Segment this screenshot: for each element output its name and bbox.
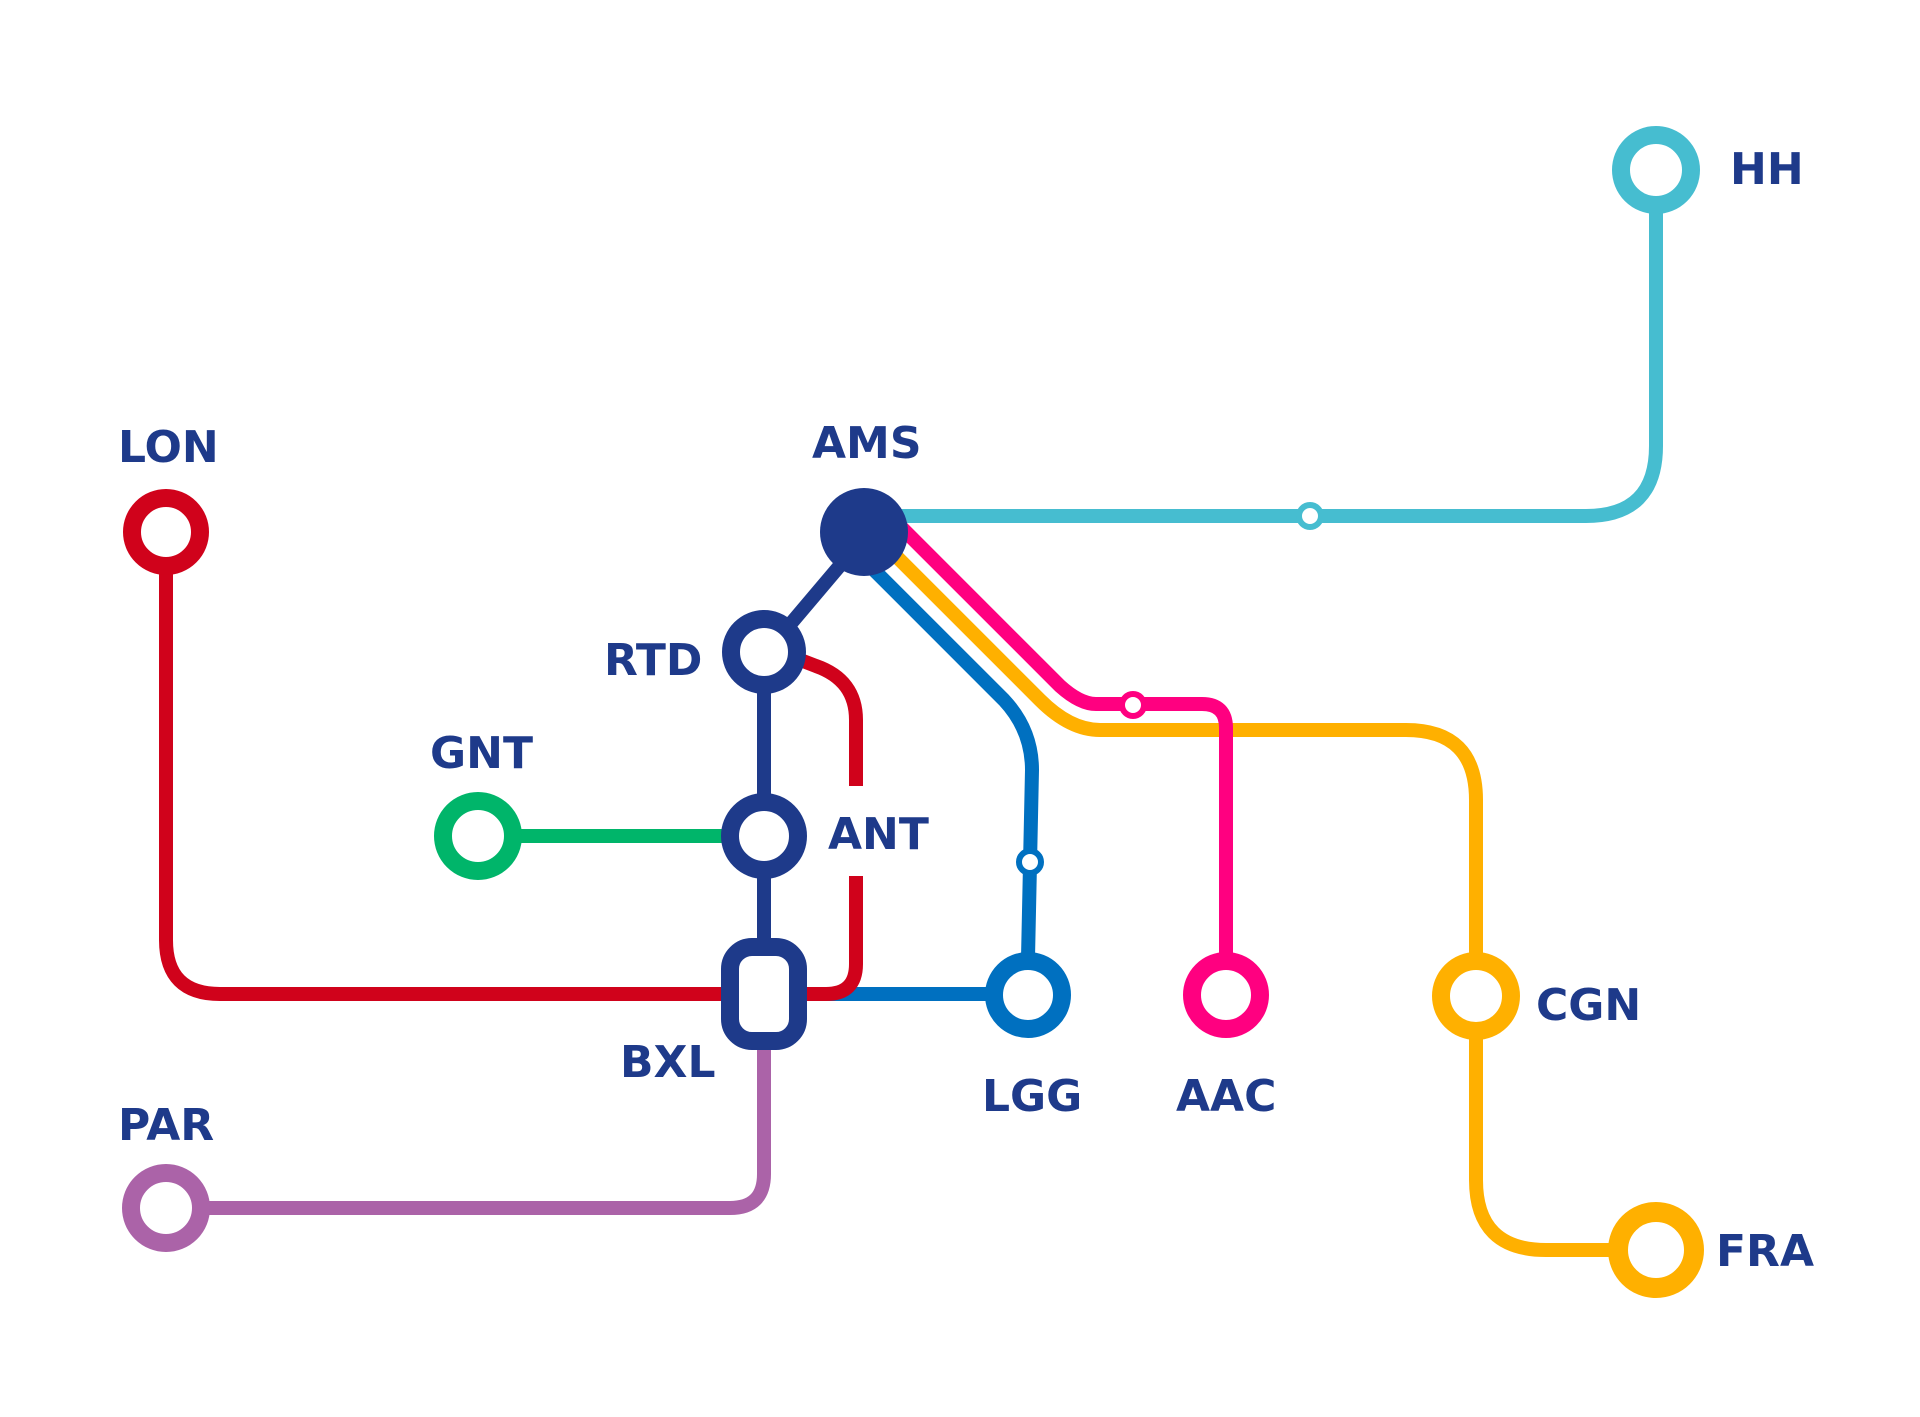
blue-line — [859, 555, 1039, 959]
label-lgg: LGG — [982, 1071, 1082, 1122]
label-rtd: RTD — [604, 635, 702, 686]
station-bxl[interactable] — [721, 938, 807, 1050]
station-hh[interactable] — [1612, 126, 1700, 214]
station-lon[interactable] — [123, 489, 209, 575]
station-rtd[interactable] — [722, 610, 806, 694]
label-aac: AAC — [1176, 1071, 1276, 1122]
magenta-midstop[interactable] — [1119, 691, 1147, 719]
station-aac[interactable] — [1183, 952, 1269, 1038]
cyan-line — [880, 212, 1663, 523]
station-gnt[interactable] — [434, 792, 522, 880]
navy-line — [776, 551, 854, 639]
station-cgn[interactable] — [1432, 952, 1520, 1040]
label-lon: LON — [118, 422, 219, 473]
label-ant: ANT — [828, 809, 929, 860]
station-par[interactable] — [122, 1164, 210, 1252]
orange-line — [871, 531, 1620, 1257]
label-ams: AMS — [812, 418, 922, 469]
red-line — [159, 565, 863, 1001]
label-par: PAR — [118, 1100, 214, 1151]
red-line-upper — [787, 649, 863, 786]
label-fra: FRA — [1716, 1226, 1814, 1277]
blue-midstop[interactable] — [1016, 848, 1044, 876]
cyan-midstop[interactable] — [1296, 502, 1324, 530]
station-fra[interactable] — [1608, 1202, 1704, 1298]
station-ams[interactable] — [820, 488, 908, 576]
station-ant[interactable] — [721, 793, 807, 879]
label-hh: HH — [1730, 144, 1804, 195]
label-cgn: CGN — [1536, 980, 1641, 1031]
label-bxl: BXL — [620, 1037, 716, 1088]
magenta-line — [891, 517, 1233, 960]
purple-line — [200, 1040, 771, 1215]
station-lgg[interactable] — [985, 952, 1071, 1038]
label-gnt: GNT — [430, 728, 533, 779]
